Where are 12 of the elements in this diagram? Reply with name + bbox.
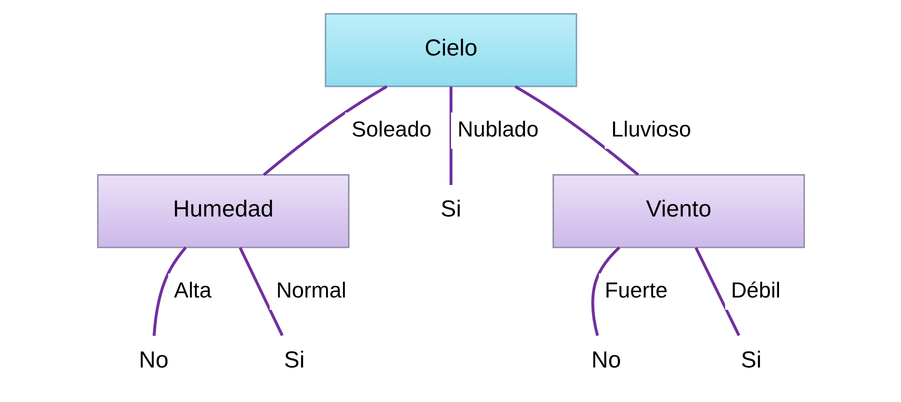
- node-text: Si: [440, 196, 461, 222]
- edge-label: Lluvioso: [610, 116, 691, 142]
- edge-label: Nublado: [457, 116, 538, 142]
- node-text: Si: [740, 346, 762, 373]
- edge-label: Normal: [276, 277, 346, 302]
- edge-label: Soleado: [351, 116, 431, 142]
- edge-label: Alta: [173, 277, 211, 302]
- node-text: No: [590, 346, 621, 373]
- edge-label: Débil: [730, 277, 780, 302]
- node-text: Si: [284, 346, 304, 373]
- node-text: No: [138, 346, 168, 373]
- edge-label: Fuerte: [604, 277, 668, 302]
